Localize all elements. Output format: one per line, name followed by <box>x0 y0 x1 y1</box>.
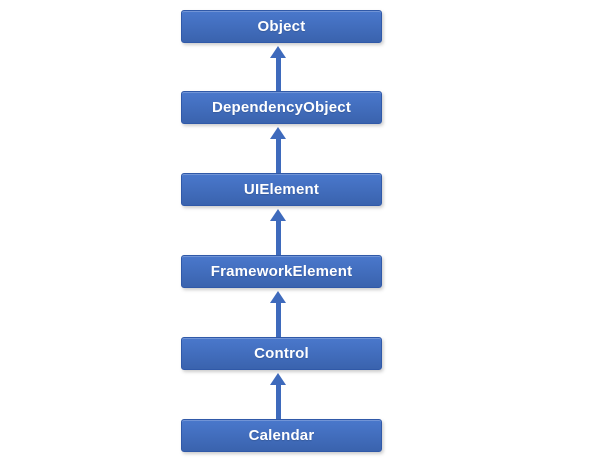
arrow-control-to-frameworkelement <box>270 291 286 337</box>
node-calendar-label: Calendar <box>248 427 315 444</box>
arrow-up-icon <box>270 291 286 303</box>
node-dependencyobject-label: DependencyObject <box>211 99 352 116</box>
arrow-stem <box>275 221 281 255</box>
arrow-up-icon <box>270 209 286 221</box>
arrow-stem <box>275 139 281 173</box>
arrow-calendar-to-control <box>270 373 286 419</box>
arrow-dependencyobject-to-object <box>270 46 286 91</box>
node-frameworkelement-label: FrameworkElement <box>210 263 353 280</box>
node-object: Object <box>181 10 382 43</box>
node-control: Control <box>181 337 382 370</box>
arrow-stem <box>275 303 281 337</box>
arrow-up-icon <box>270 373 286 385</box>
arrow-frameworkelement-to-uielement <box>270 209 286 255</box>
node-calendar: Calendar <box>181 419 382 452</box>
arrow-uielement-to-dependencyobject <box>270 127 286 173</box>
node-uielement-label: UIElement <box>243 181 320 198</box>
arrow-up-icon <box>270 46 286 58</box>
arrow-up-icon <box>270 127 286 139</box>
node-uielement: UIElement <box>181 173 382 206</box>
node-object-label: Object <box>257 18 306 35</box>
node-dependencyobject: DependencyObject <box>181 91 382 124</box>
arrow-stem <box>275 58 281 91</box>
node-frameworkelement: FrameworkElement <box>181 255 382 288</box>
arrow-stem <box>275 385 281 419</box>
node-control-label: Control <box>254 345 309 362</box>
